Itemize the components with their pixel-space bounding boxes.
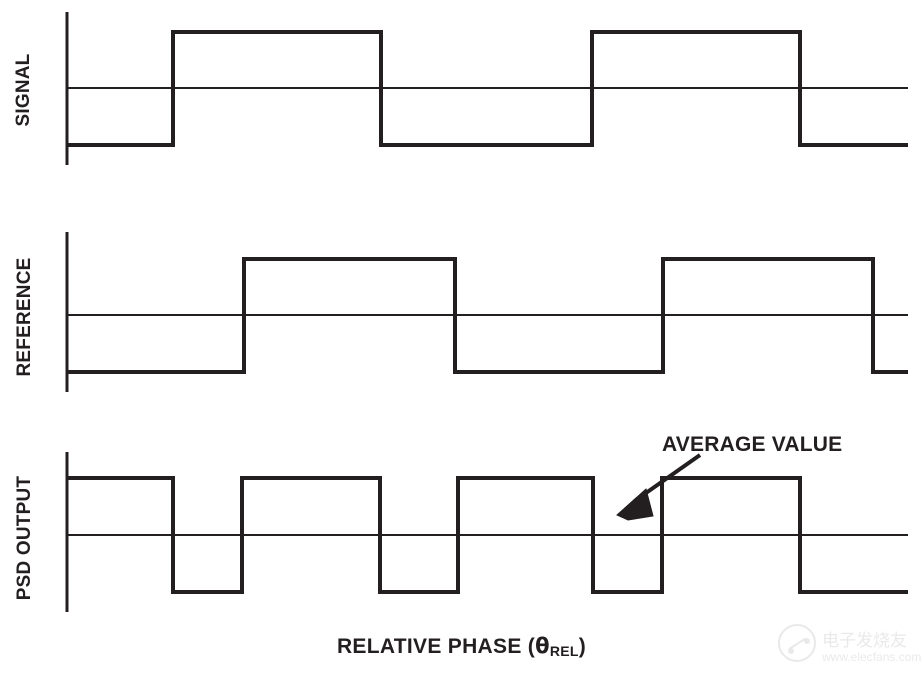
trace-label-psd-output: PSD OUTPUT bbox=[14, 475, 35, 601]
average-value-annotation-label: AVERAGE VALUE bbox=[662, 433, 843, 456]
reference-trace-group bbox=[65, 232, 908, 392]
x-axis-title: RELATIVE PHASE (θREL) bbox=[0, 634, 923, 659]
trace-label-reference: REFERENCE bbox=[14, 257, 35, 377]
reference-waveform bbox=[68, 257, 908, 374]
axis-title-suffix: ) bbox=[578, 635, 587, 658]
arrow-head bbox=[616, 488, 654, 521]
psd-output-trace-group bbox=[65, 452, 908, 612]
signal-waveform bbox=[68, 30, 908, 147]
theta-symbol: θ bbox=[535, 634, 550, 658]
axis-title-prefix: RELATIVE PHASE ( bbox=[336, 635, 536, 658]
average-value-arrow bbox=[616, 453, 702, 521]
trace-label-signal: SIGNAL bbox=[13, 53, 34, 127]
signal-trace-group bbox=[65, 12, 908, 165]
psd-output-waveform bbox=[68, 476, 908, 594]
axis-title-subscript: REL bbox=[549, 643, 579, 659]
